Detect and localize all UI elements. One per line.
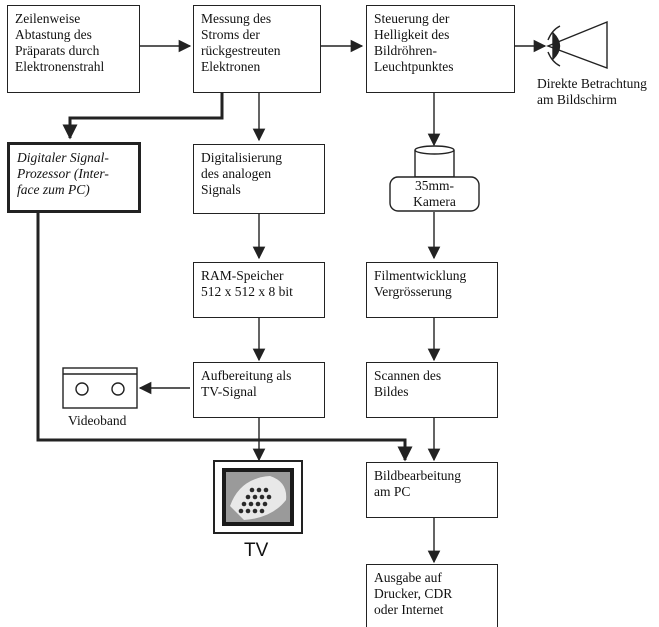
box-tvsignal: Aufbereitung als TV-Signal bbox=[193, 362, 325, 418]
box-digitize-line: Digitalisierung bbox=[201, 150, 282, 165]
box-digitize-line: Signals bbox=[201, 182, 241, 197]
box-brightness-line: Bildröhren- bbox=[374, 43, 437, 58]
tv-monitor-icon bbox=[213, 460, 303, 534]
box-brightness-line: Helligkeit des bbox=[374, 27, 450, 42]
box-film-line: Vergrösserung bbox=[374, 284, 452, 299]
box-output: Ausgabe auf Drucker, CDR oder Internet bbox=[366, 564, 498, 627]
box-ram: RAM-Speicher 512 x 512 x 8 bit bbox=[193, 262, 325, 318]
box-scan: Zeilenweise Abtastung des Präparats durc… bbox=[7, 5, 140, 93]
box-ram-line: RAM-Speicher bbox=[201, 268, 284, 283]
box-brightness: Steuerung der Helligkeit des Bildröhren-… bbox=[366, 5, 515, 93]
box-scanimage-line: Bildes bbox=[374, 384, 409, 399]
box-scanimage-line: Scannen des bbox=[374, 368, 442, 383]
box-brightness-line: Steuerung der bbox=[374, 11, 450, 26]
box-scanimage: Scannen des Bildes bbox=[366, 362, 498, 418]
videotape-caption: Videoband bbox=[68, 413, 127, 428]
box-film-line: Filmentwicklung bbox=[374, 268, 467, 283]
box-film: Filmentwicklung Vergrösserung bbox=[366, 262, 498, 318]
box-scan-line: Zeilenweise bbox=[15, 11, 81, 26]
box-dsp: Digitaler Signal- Prozessor (Inter- face… bbox=[7, 142, 141, 213]
arrow-measure-to-dsp bbox=[62, 93, 224, 140]
camera-label: 35mm- Kamera bbox=[390, 178, 479, 210]
box-brightness-line: Leuchtpunktes bbox=[374, 59, 454, 74]
box-measure-line: Messung des bbox=[201, 11, 272, 26]
box-output-line: Drucker, CDR bbox=[374, 586, 453, 601]
box-measure-line: Stroms der bbox=[201, 27, 260, 42]
box-dsp-line: face zum PC) bbox=[17, 182, 90, 197]
box-tvsignal-line: Aufbereitung als bbox=[201, 368, 292, 383]
box-output-line: Ausgabe auf bbox=[374, 570, 442, 585]
eye-icon bbox=[546, 20, 608, 70]
box-measure: Messung des Stroms der rückgestreuten El… bbox=[193, 5, 321, 93]
videotape-icon bbox=[62, 367, 138, 409]
direct-view-caption-line: am Bildschirm bbox=[537, 92, 617, 107]
camera-icon bbox=[389, 145, 480, 212]
box-ram-line: 512 x 512 x 8 bit bbox=[201, 284, 293, 299]
box-measure-line: rückgestreuten bbox=[201, 43, 281, 58]
box-edit: Bildbearbeitung am PC bbox=[366, 462, 498, 518]
box-scan-line: Abtastung des bbox=[15, 27, 92, 42]
box-digitize-line: des analogen bbox=[201, 166, 272, 181]
camera-label-line: 35mm- bbox=[415, 178, 454, 193]
box-digitize: Digitalisierung des analogen Signals bbox=[193, 144, 325, 214]
box-tvsignal-line: TV-Signal bbox=[201, 384, 257, 399]
box-dsp-line: Prozessor (Inter- bbox=[17, 166, 109, 181]
arrow-dsp-to-edit bbox=[36, 212, 413, 462]
box-measure-line: Elektronen bbox=[201, 59, 261, 74]
box-dsp-line: Digitaler Signal- bbox=[17, 150, 109, 165]
direct-view-caption-line: Direkte Betrachtung bbox=[537, 76, 647, 91]
box-scan-line: Elektronenstrahl bbox=[15, 59, 105, 74]
tv-caption: TV bbox=[244, 540, 269, 561]
box-edit-line: am PC bbox=[374, 484, 411, 499]
camera-label-line: Kamera bbox=[413, 194, 456, 209]
box-output-line: oder Internet bbox=[374, 602, 444, 617]
box-scan-line: Präparats durch bbox=[15, 43, 100, 58]
box-edit-line: Bildbearbeitung bbox=[374, 468, 461, 483]
direct-view-caption: Direkte Betrachtung am Bildschirm bbox=[537, 76, 647, 108]
